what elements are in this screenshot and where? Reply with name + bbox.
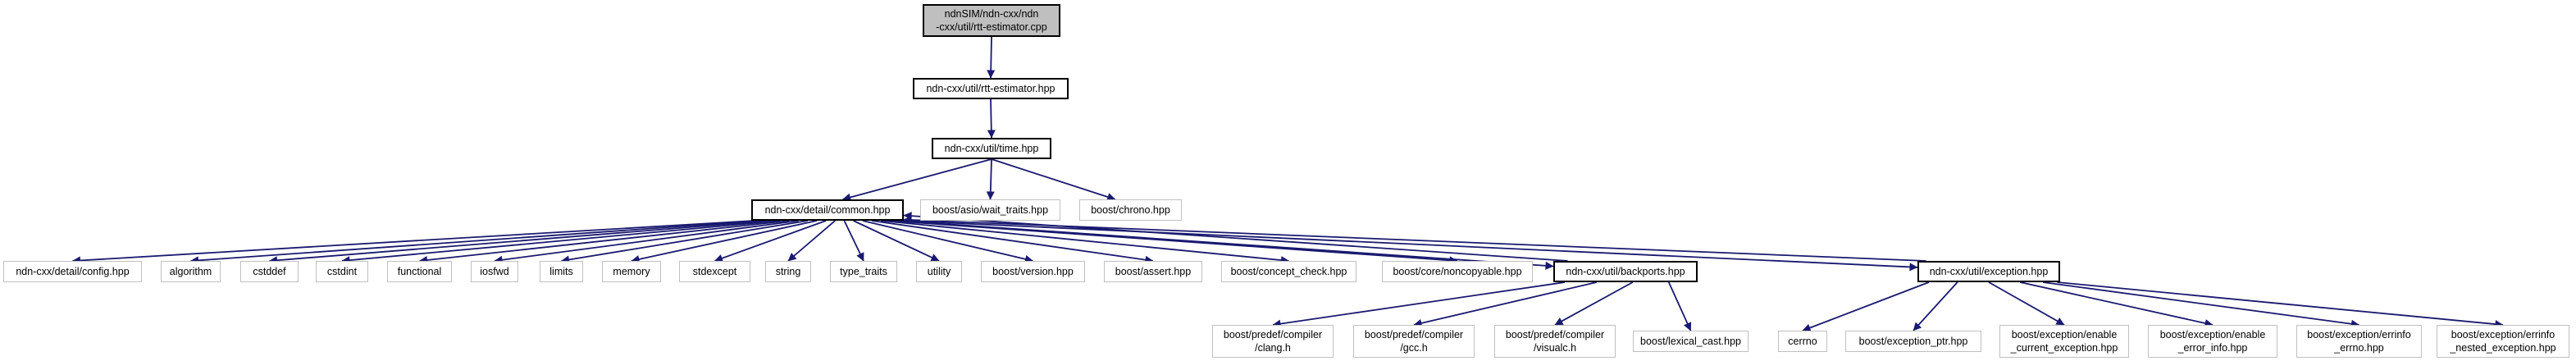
dependency-edges	[72, 36, 2504, 332]
graph-node-stdexcept: stdexcept	[679, 261, 750, 282]
graph-node-config-hpp: ndn-cxx/detail/config.hpp	[3, 261, 142, 282]
graph-node-errinfo-nested: boost/exception/errinfo _nested_exceptio…	[2437, 325, 2569, 358]
graph-node-functional: functional	[387, 261, 452, 282]
graph-node-boost-assert: boost/assert.hpp	[1104, 261, 1202, 282]
graph-node-boost-version: boost/version.hpp	[981, 261, 1085, 282]
graph-node-noncopyable: boost/core/noncopyable.hpp	[1382, 261, 1533, 282]
graph-node-rtt-hpp[interactable]: ndn-cxx/util/rtt-estimator.hpp	[913, 78, 1069, 99]
graph-node-utility: utility	[916, 261, 962, 282]
graph-node-clang: boost/predef/compiler /clang.h	[1212, 325, 1334, 358]
graph-node-visualc: boost/predef/compiler /visualc.h	[1494, 325, 1616, 358]
graph-node-wait-traits: boost/asio/wait_traits.hpp	[920, 199, 1060, 221]
graph-node-errinfo-errno: boost/exception/errinfo _errno.hpp	[2296, 325, 2422, 358]
graph-node-exception[interactable]: ndn-cxx/util/exception.hpp	[1917, 261, 2060, 282]
graph-node-rtt-cpp[interactable]: ndnSIM/ndn-cxx/ndn -cxx/util/rtt-estimat…	[923, 4, 1060, 37]
graph-node-enable-current: boost/exception/enable _current_exceptio…	[1999, 325, 2129, 358]
graph-node-gcc: boost/predef/compiler /gcc.h	[1353, 325, 1475, 358]
graph-node-cerrno: cerrno	[1778, 331, 1827, 352]
graph-node-memory: memory	[602, 261, 661, 282]
graph-node-lexical-cast: boost/lexical_cast.hpp	[1633, 331, 1748, 352]
graph-node-type-traits: type_traits	[830, 261, 897, 282]
graph-node-exception-ptr: boost/exception_ptr.hpp	[1845, 331, 1981, 352]
graph-node-common-hpp[interactable]: ndn-cxx/detail/common.hpp	[751, 199, 904, 221]
graph-node-backports[interactable]: ndn-cxx/util/backports.hpp	[1553, 261, 1698, 282]
graph-node-string: string	[765, 261, 811, 282]
graph-node-limits: limits	[540, 261, 583, 282]
graph-node-chrono: boost/chrono.hpp	[1079, 199, 1182, 221]
graph-node-cstddef: cstddef	[240, 261, 299, 282]
graph-node-enable-error: boost/exception/enable _error_info.hpp	[2148, 325, 2277, 358]
graph-node-cstdint: cstdint	[316, 261, 368, 282]
graph-node-iosfwd: iosfwd	[471, 261, 518, 282]
graph-node-algorithm: algorithm	[161, 261, 221, 282]
graph-node-concept-check: boost/concept_check.hpp	[1221, 261, 1356, 282]
graph-node-time-hpp[interactable]: ndn-cxx/util/time.hpp	[932, 138, 1051, 159]
